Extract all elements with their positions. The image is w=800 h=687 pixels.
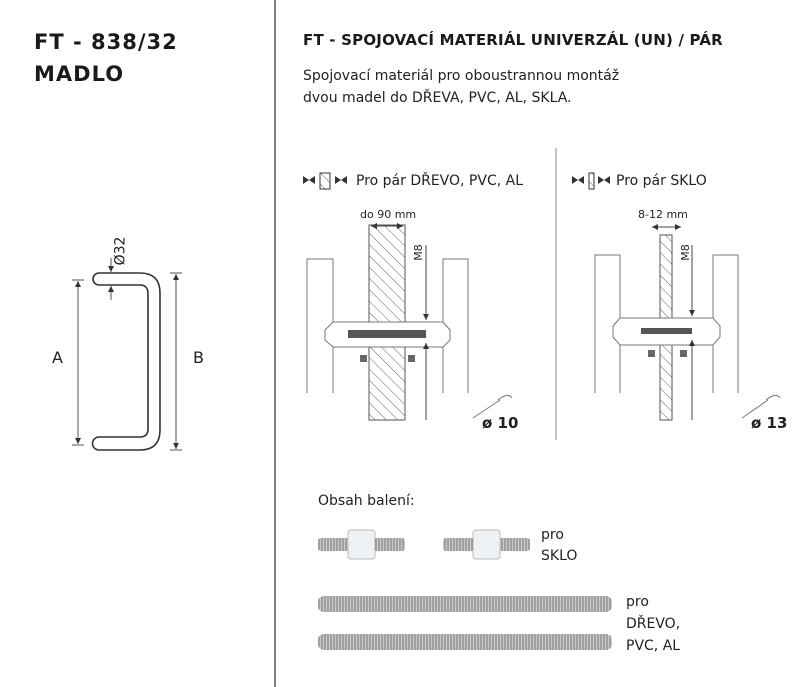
product-code: FT - 838/32 — [34, 30, 178, 54]
section-title: FT - SPOJOVACÍ MATERIÁL UNIVERZÁL (UN) /… — [303, 31, 723, 49]
glass-kit-label-1: pro — [541, 527, 564, 543]
glass-bolt-2 — [443, 529, 530, 560]
glass-mount-drawing — [594, 224, 781, 421]
description-line-1: Spojovací materiál pro oboustrannou mont… — [303, 68, 620, 84]
wood-kit-label-2: DŘEVO, — [626, 616, 681, 632]
handle-dimensions — [72, 258, 182, 451]
wood-kit-label-1: pro — [626, 594, 649, 610]
variant-wood-label: Pro pár DŘEVO, PVC, AL — [356, 173, 524, 189]
wood-drill-label: ø 10 — [482, 414, 519, 432]
wood-mount-icon — [303, 172, 347, 190]
glass-mount-icon — [572, 172, 610, 190]
package-heading: Obsah balení: — [318, 493, 415, 509]
handle-drawing — [91, 272, 161, 451]
glass-kit-label-2: SKLO — [541, 548, 578, 564]
glass-bolt-1 — [318, 529, 405, 560]
wood-thickness-label: do 90 mm — [360, 208, 417, 221]
glass-drill-label: ø 13 — [751, 414, 788, 432]
dimension-b-label: B — [193, 348, 204, 367]
description-line-2: dvou madel do DŘEVA, PVC, AL, SKLA. — [303, 90, 572, 106]
wood-thread-label: M8 — [411, 244, 425, 261]
wood-rod-2 — [318, 634, 612, 650]
glass-thickness-label: 8-12 mm — [638, 208, 688, 221]
wood-mount-drawing — [306, 223, 513, 421]
wood-kit-label-3: PVC, AL — [626, 638, 681, 654]
variant-glass-label: Pro pár SKLO — [616, 173, 707, 189]
diameter-label: Ø32 — [112, 236, 129, 266]
drill-icon — [741, 394, 781, 419]
wood-rod-1 — [318, 596, 612, 612]
drill-icon — [472, 394, 513, 419]
dimension-a-label: A — [52, 348, 63, 367]
product-name: MADLO — [34, 62, 125, 86]
glass-thread-label: M8 — [678, 244, 692, 261]
